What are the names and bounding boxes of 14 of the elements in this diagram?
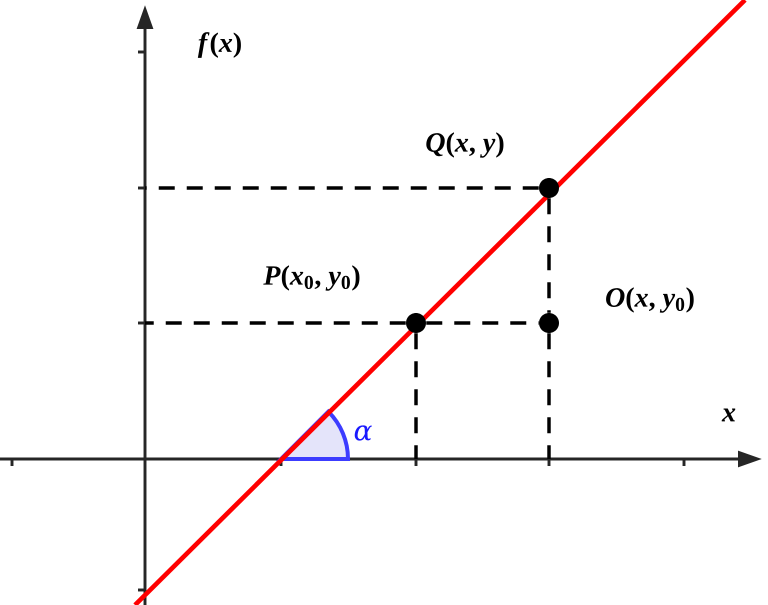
axis-label: f(x) [198,32,241,58]
dashed-line [414,333,418,459]
axis-label: x [722,408,736,422]
point [539,178,559,198]
angle-label: α [354,425,372,441]
point-label: Q(x, y) [426,132,504,158]
dashed-line [145,186,539,190]
point [406,313,426,333]
point-label: P(x$_{0}$, y$_{0}$) [263,265,360,291]
point [539,313,559,333]
point-label: O(x, y$_{0}$) [606,287,694,313]
dashed-line [145,321,406,325]
dashed-line [547,333,551,459]
dashed-line [547,198,551,313]
